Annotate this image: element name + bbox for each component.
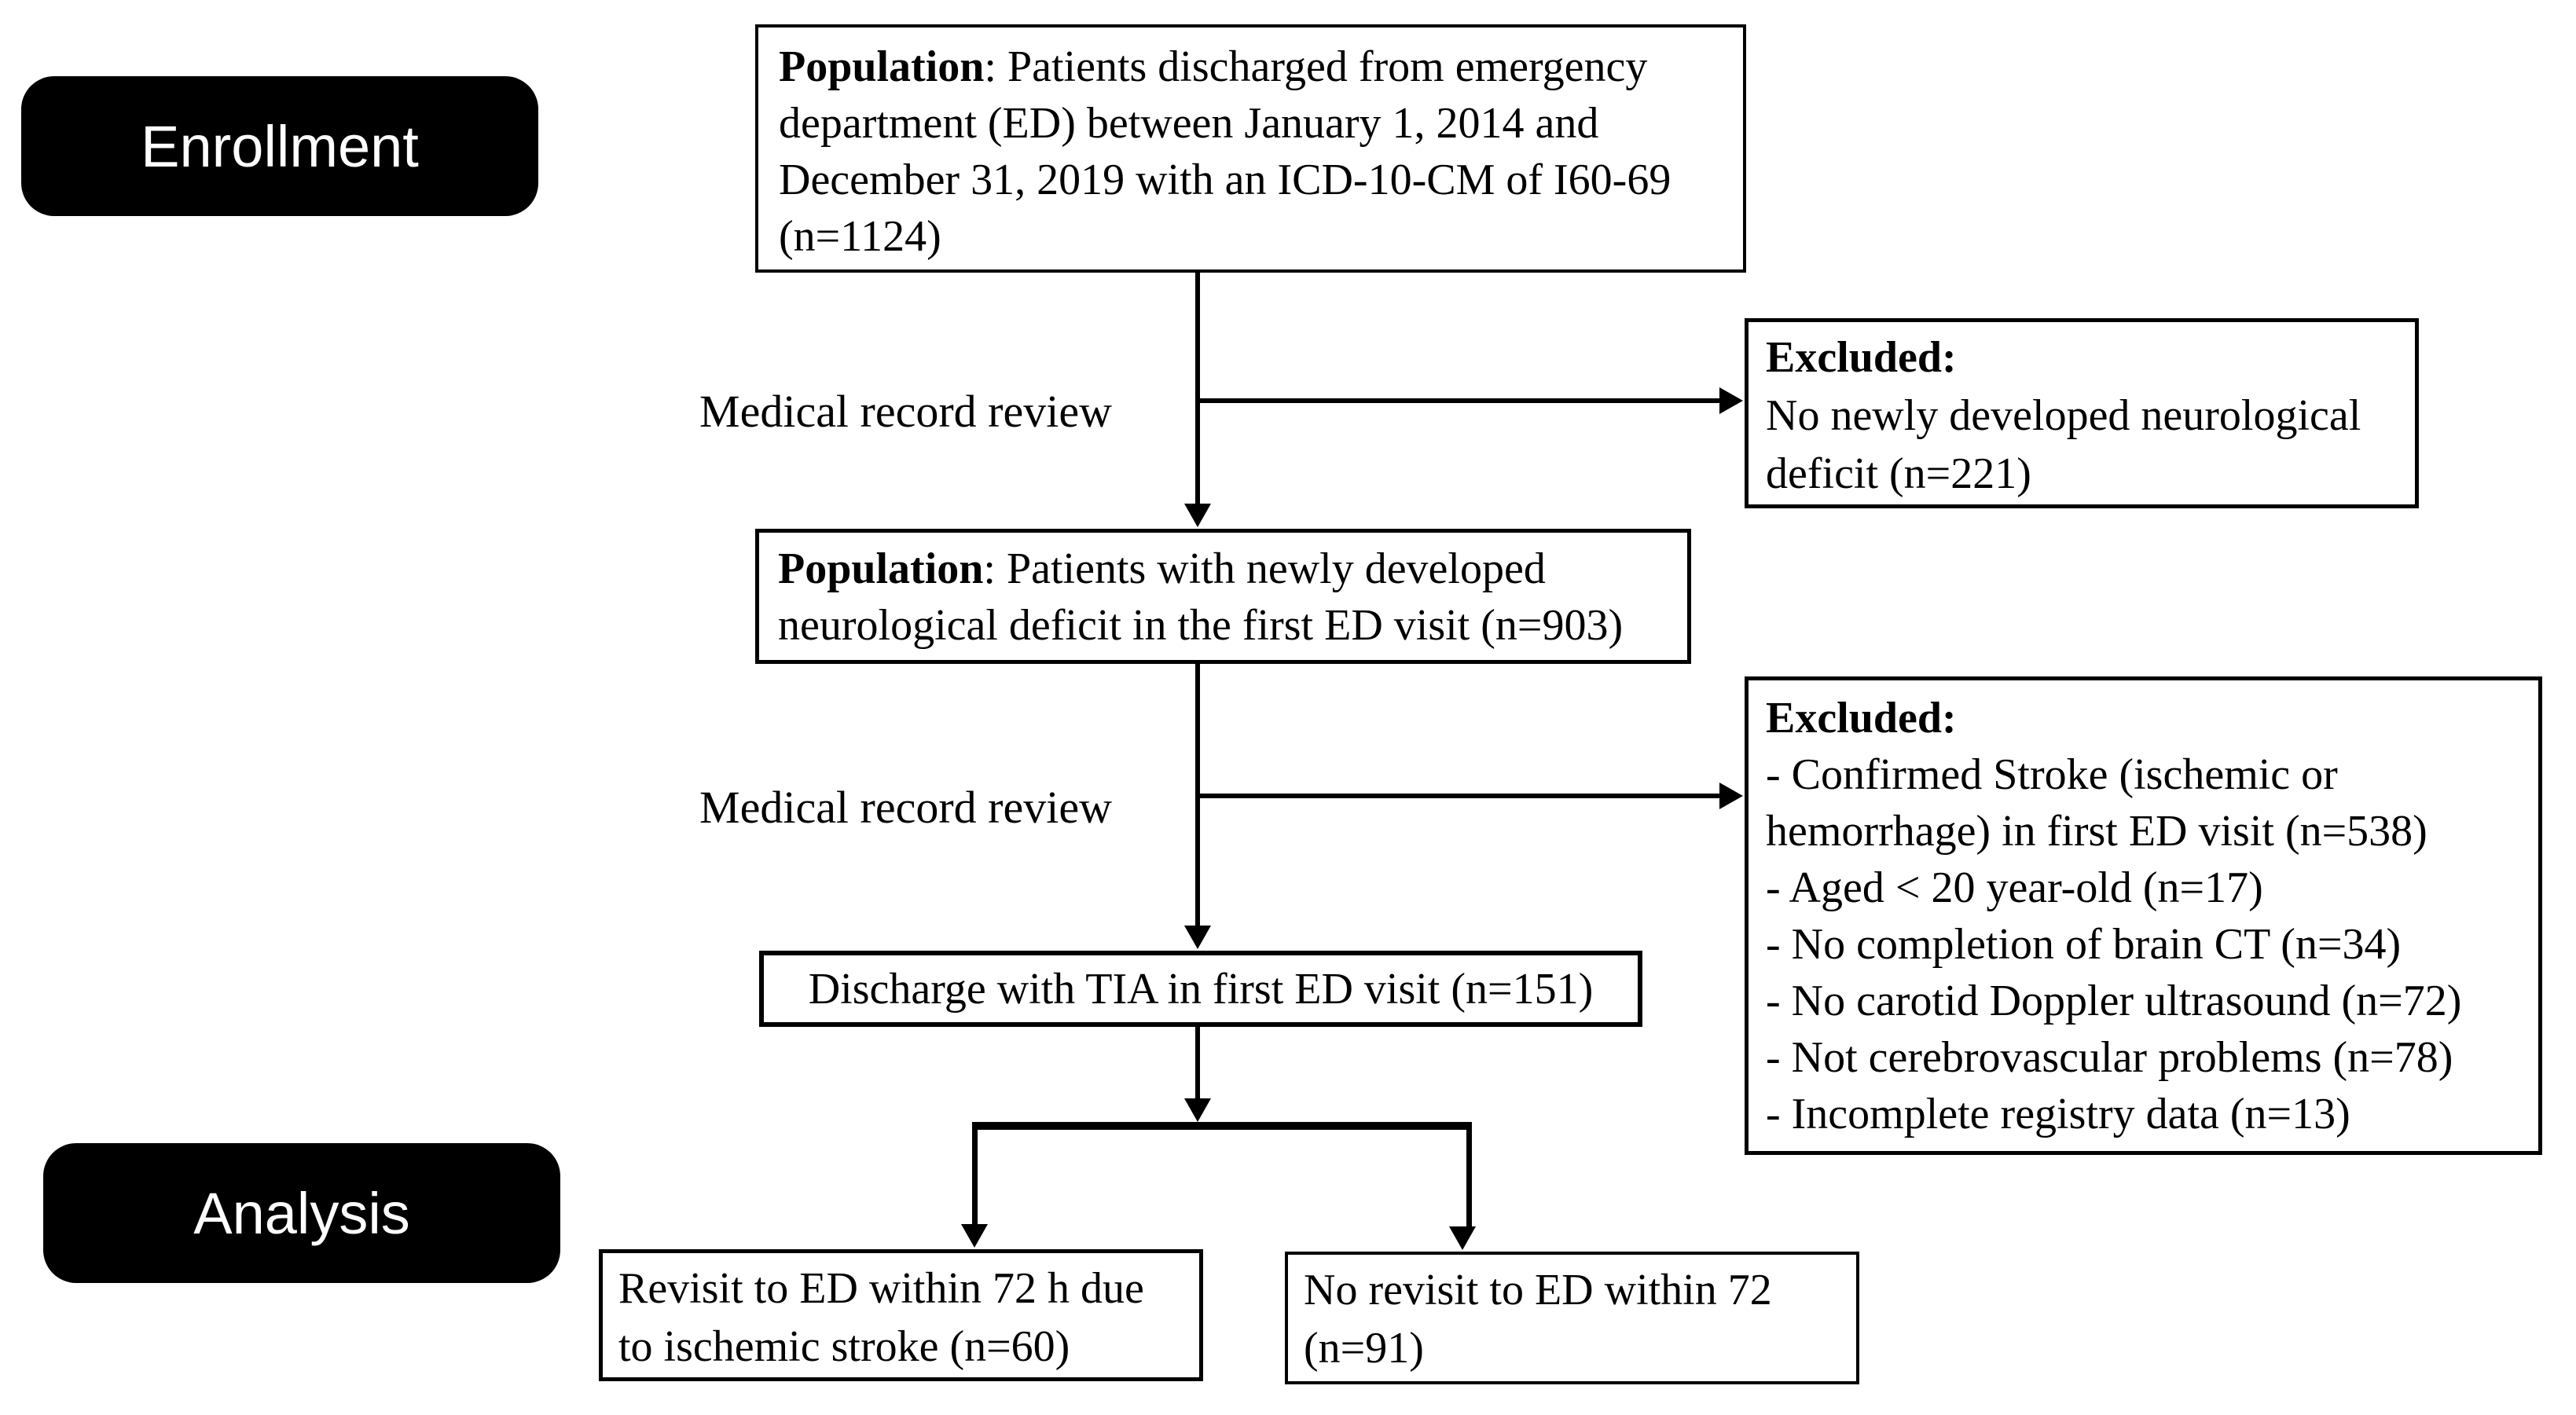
- box-excluded-first: Excluded: No newly developed neurologica…: [1745, 318, 2419, 508]
- population2-line1-rest: : Patients with newly developed: [983, 544, 1546, 593]
- excluded-second-line2: hemorrhage) in first ED visit (n=538): [1766, 807, 2427, 856]
- arrowhead-into-pop2: [1184, 504, 1211, 527]
- box-population-initial-line3: December 31, 2019 with an ICD-10-CM of I…: [779, 156, 1671, 204]
- split-horizontal-bar: [972, 1122, 1472, 1130]
- population-line1-rest: : Patients discharged from emergency: [984, 42, 1648, 91]
- excluded-first-header: Excluded:: [1766, 333, 1957, 382]
- arrowhead-into-no-revisit: [1449, 1226, 1476, 1250]
- box-revisit-ischemic-stroke: Revisit to ED within 72 h due to ischemi…: [599, 1249, 1203, 1381]
- arrowhead-into-split-bar: [1184, 1098, 1211, 1122]
- revisit-line1: Revisit to ED within 72 h due: [618, 1264, 1144, 1313]
- excluded-second-line1: - Confirmed Stroke (ischemic or: [1766, 750, 2338, 799]
- excluded-second-header: Excluded:: [1766, 694, 1957, 742]
- excluded-second-line6: - Not cerebrovascular problems (n=78): [1766, 1033, 2453, 1082]
- box-population-new-deficit-line1: Population: Patients with newly develope…: [778, 541, 1668, 597]
- excluded-second-line4: - No completion of brain CT (n=34): [1766, 920, 2402, 969]
- connector-split-to-revisit: [972, 1122, 978, 1226]
- arrowhead-into-excluded-first: [1719, 387, 1743, 414]
- box-population-initial-line4: (n=1124): [779, 212, 941, 261]
- box-population-initial-line2: department (ED) between January 1, 2014 …: [779, 99, 1599, 148]
- medical-record-review-label-1: Medical record review: [699, 386, 1112, 437]
- arrowhead-into-excluded-second: [1719, 783, 1743, 809]
- enrollment-stage-label: Enrollment: [141, 113, 419, 179]
- enrollment-stage-badge: Enrollment: [21, 76, 538, 216]
- arrowhead-into-revisit: [961, 1224, 988, 1248]
- box-population-new-deficit: Population: Patients with newly develope…: [755, 529, 1691, 664]
- box-population-initial-line1: Population: Patients discharged from eme…: [779, 38, 1723, 95]
- excluded-first-line2: deficit (n=221): [1766, 449, 2031, 498]
- box-no-revisit: No revisit to ED within 72 (n=91): [1285, 1252, 1859, 1384]
- excluded-first-line1: No newly developed neurological: [1766, 391, 2361, 440]
- box-tia-discharge: Discharge with TIA in first ED visit (n=…: [759, 951, 1642, 1027]
- box-population-initial: Population: Patients discharged from eme…: [755, 24, 1746, 273]
- revisit-line2: to ischemic stroke (n=60): [618, 1322, 1070, 1371]
- population-bold-lead: Population: [779, 42, 985, 91]
- connector-tia-to-split: [1195, 1027, 1200, 1100]
- no-revisit-line1: No revisit to ED within 72: [1304, 1266, 1772, 1314]
- connector-pop1-to-pop2: [1195, 273, 1200, 505]
- analysis-stage-label: Analysis: [193, 1180, 410, 1246]
- excluded-second-line7: - Incomplete registry data (n=13): [1766, 1090, 2350, 1138]
- population2-bold-lead: Population: [778, 544, 984, 593]
- arrowhead-into-tia: [1184, 926, 1211, 949]
- connector-branch-to-excluded-first: [1198, 398, 1721, 403]
- no-revisit-line2: (n=91): [1304, 1324, 1424, 1373]
- box-excluded-second: Excluded: - Confirmed Stroke (ischemic o…: [1745, 676, 2542, 1155]
- excluded-second-line3: - Aged < 20 year-old (n=17): [1766, 863, 2263, 912]
- excluded-second-line5: - No carotid Doppler ultrasound (n=72): [1766, 977, 2462, 1025]
- box-population-new-deficit-line2: neurological deficit in the first ED vis…: [778, 601, 1624, 650]
- connector-branch-to-excluded-second: [1198, 794, 1721, 798]
- connector-split-to-no-revisit: [1466, 1122, 1472, 1228]
- analysis-stage-badge: Analysis: [43, 1143, 560, 1283]
- tia-discharge-text: Discharge with TIA in first ED visit (n=…: [808, 964, 1594, 1014]
- medical-record-review-label-2: Medical record review: [699, 782, 1112, 833]
